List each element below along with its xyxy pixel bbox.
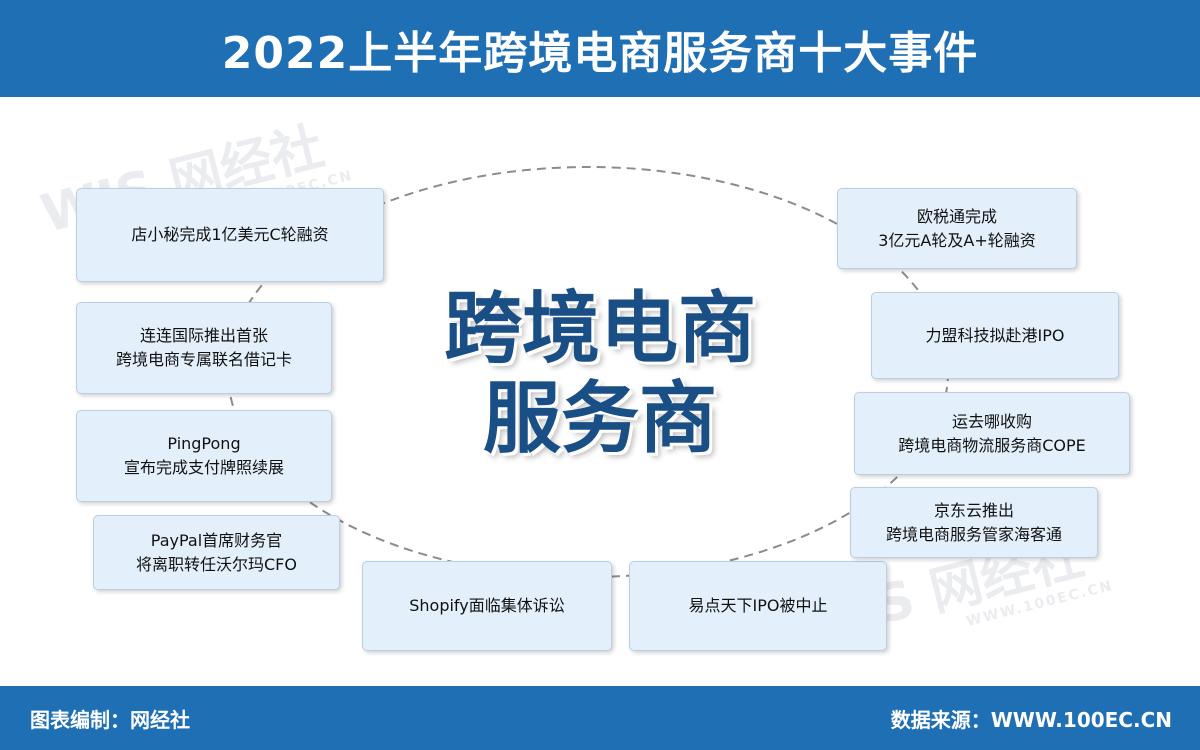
- page-title: 2022上半年跨境电商服务商十大事件: [221, 27, 979, 79]
- footer-source: 数据来源：WWW.100EC.CN: [890, 708, 1172, 732]
- event-box-shopify: Shopify面临集体诉讼: [362, 561, 612, 651]
- footer-credit: 图表编制：网经社: [30, 708, 190, 732]
- center-title: 跨境电商 服务商: [443, 284, 756, 464]
- event-box-yunquna: 运去哪收购 跨境电商物流服务商COPE: [854, 392, 1130, 475]
- event-box-yidiantianxia: 易点天下IPO被中止: [629, 561, 887, 651]
- event-box-dianxiaomi: 店小秘完成1亿美元C轮融资: [76, 188, 384, 282]
- footer-bar: 图表编制：网经社 数据来源：WWW.100EC.CN: [0, 686, 1200, 750]
- header-bar: 2022上半年跨境电商服务商十大事件: [0, 0, 1200, 97]
- event-box-paypal: PayPal首席财务官 将离职转任沃尔玛CFO: [93, 515, 340, 590]
- event-box-oushuitong: 欧税通完成 3亿元A轮及A+轮融资: [837, 188, 1077, 269]
- event-box-limeng: 力盟科技拟赴港IPO: [871, 292, 1119, 379]
- event-box-jdcloud: 京东云推出 跨境电商服务管家海客通: [850, 487, 1098, 558]
- event-box-pingpong: PingPong 宣布完成支付牌照续展: [76, 410, 332, 502]
- event-box-lianlian: 连连国际推出首张 跨境电商专属联名借记卡: [76, 302, 332, 394]
